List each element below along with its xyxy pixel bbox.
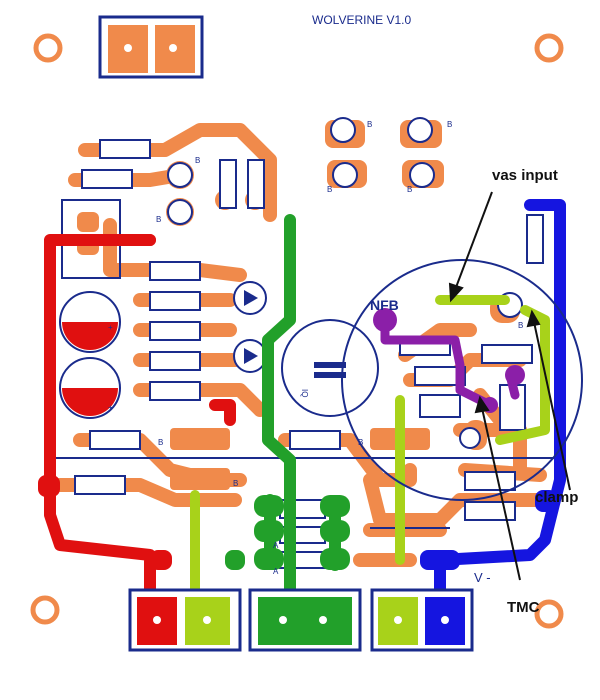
silk-b-6: B bbox=[156, 215, 161, 224]
label-v-minus: V - bbox=[474, 570, 491, 585]
silk-b-1: B bbox=[367, 120, 372, 129]
label-nfb: NFB bbox=[370, 297, 399, 313]
highlight-circle bbox=[341, 259, 583, 501]
silk-b-2: B bbox=[447, 120, 452, 129]
mounting-hole-tr bbox=[534, 33, 564, 63]
mounting-holes bbox=[30, 33, 564, 629]
silk-b-7: B bbox=[158, 438, 163, 447]
silk-q: IQ bbox=[300, 389, 309, 397]
top-connector bbox=[98, 15, 204, 79]
silk-b-8: B bbox=[233, 479, 238, 488]
electrolytic-caps bbox=[59, 291, 379, 419]
silk-b-9: B bbox=[358, 438, 363, 447]
mounting-hole-br bbox=[534, 599, 564, 629]
mounting-hole-tl bbox=[33, 33, 63, 63]
board-title: WOLVERINE V1.0 bbox=[312, 13, 411, 27]
silk-b-10: B bbox=[518, 321, 523, 330]
label-clamp: clamp bbox=[535, 489, 578, 506]
mounting-hole-bl bbox=[30, 595, 60, 625]
bottom-connectors bbox=[128, 588, 474, 652]
silk-b-5: B bbox=[195, 156, 200, 165]
silk-a-1: A bbox=[273, 541, 279, 550]
silk-b-4: B bbox=[407, 185, 412, 194]
annotation-arrows bbox=[448, 191, 571, 581]
silk-plus-1: + bbox=[108, 323, 113, 332]
leds bbox=[233, 281, 267, 373]
label-tmc: TMC bbox=[507, 599, 540, 616]
label-vas-input: vas input bbox=[492, 167, 558, 184]
silk-a-2: A bbox=[273, 567, 279, 576]
silk-plus-2: + bbox=[108, 403, 113, 412]
silk-b-3: B bbox=[327, 185, 332, 194]
